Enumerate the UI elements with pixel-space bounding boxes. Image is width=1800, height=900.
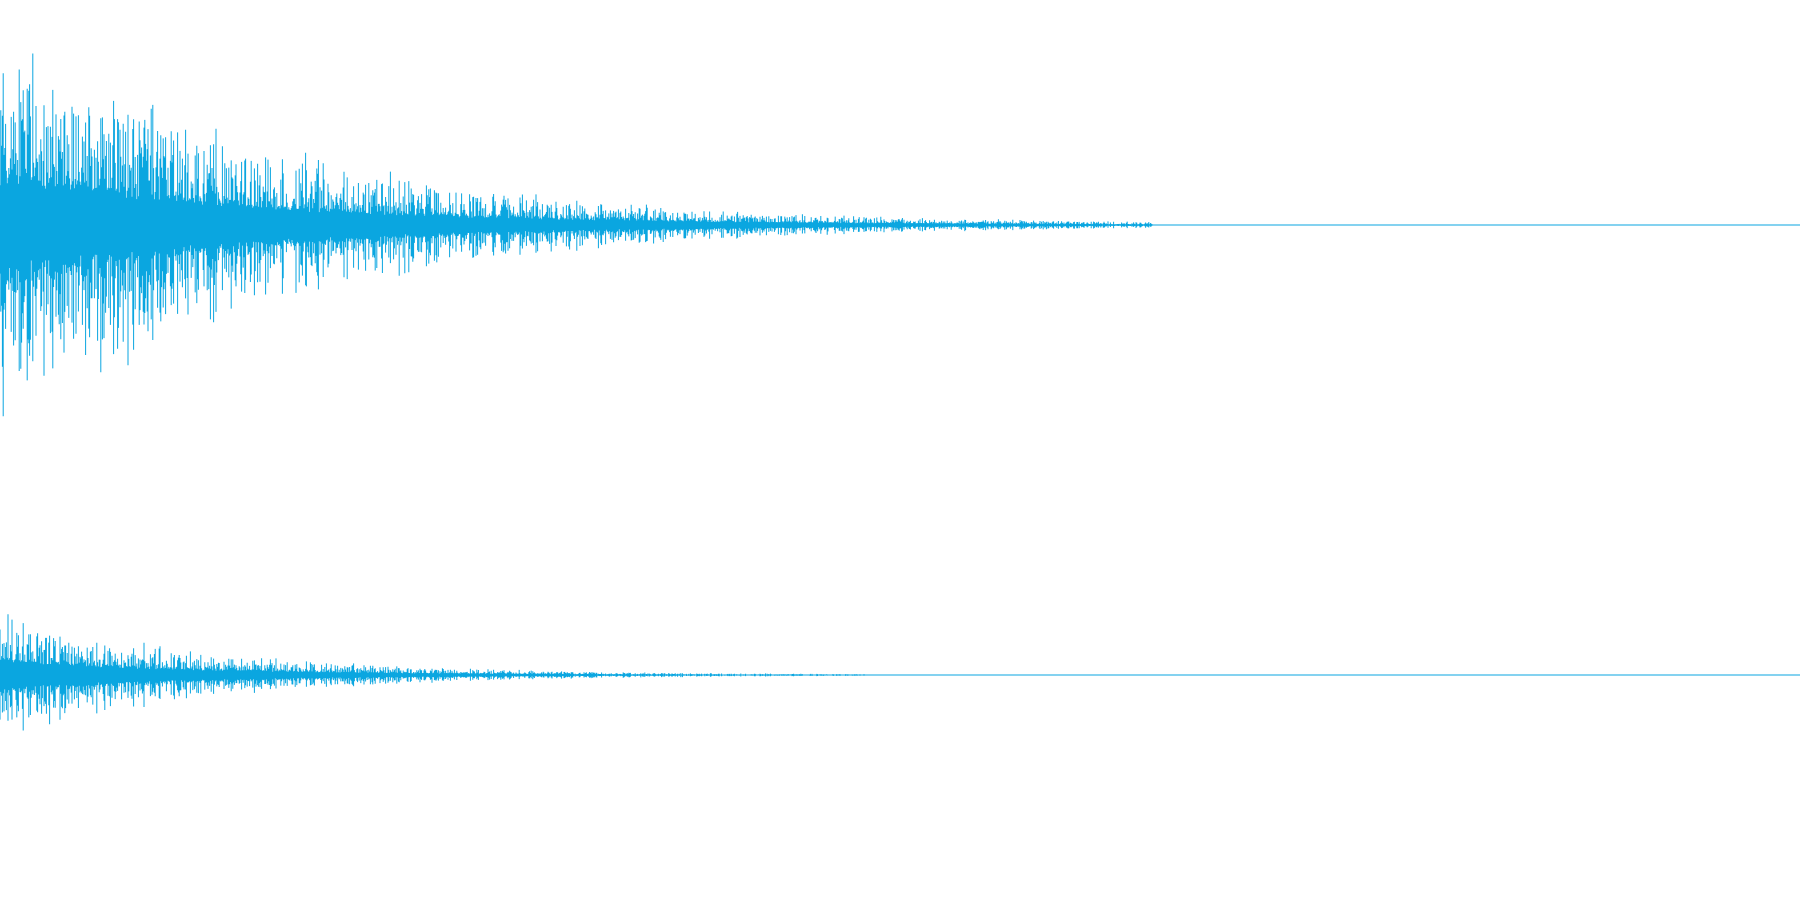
channel-1-waveform: [0, 53, 1800, 417]
channel-1-signal: [0, 53, 1153, 417]
channel-2-signal: [0, 614, 865, 731]
channel-2-waveform: [0, 614, 1800, 731]
